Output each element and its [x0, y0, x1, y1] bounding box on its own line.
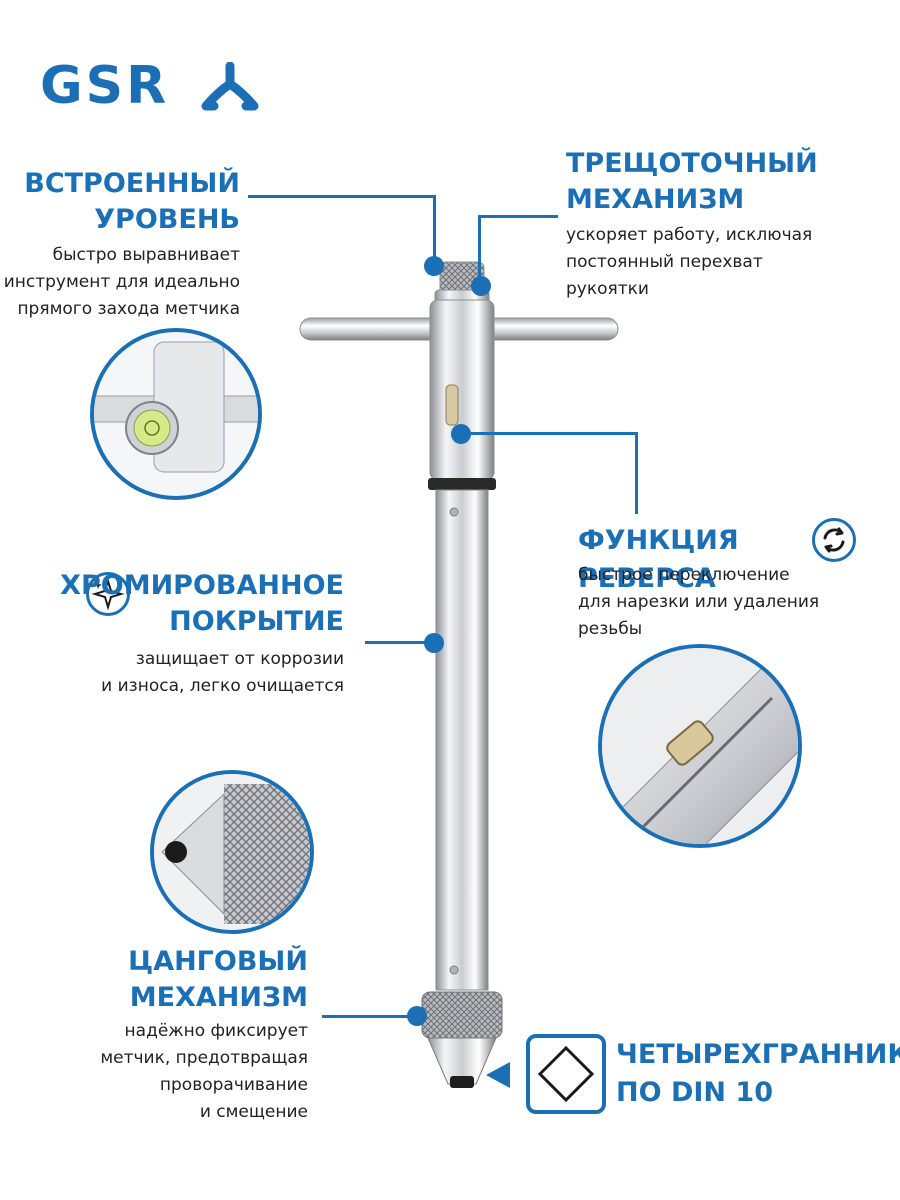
chrome-description: защищает от коррозии и износа, легко очи… [14, 646, 344, 700]
level-desc-line2: инструмент для идеально [3, 272, 240, 292]
ratchet-connector-h [478, 215, 558, 218]
collet-desc-line3: проворачивание [159, 1075, 308, 1095]
collet-dot [407, 1006, 427, 1026]
logo-text: GSR [40, 56, 170, 116]
collet-description: надёжно фиксирует метчик, предотвращая п… [8, 1018, 308, 1126]
ratchet-title-line2: МЕХАНИЗМ [566, 184, 745, 215]
level-desc-line3: прямого захода метчика [17, 299, 240, 319]
collet-desc-line2: метчик, предотвращая [100, 1048, 308, 1068]
level-title-line1: ВСТРОЕННЫЙ [24, 168, 240, 199]
level-connector-h [248, 195, 436, 198]
level-dot [424, 256, 444, 276]
collet-title-line1: ЦАНГОВЫЙ [128, 946, 308, 977]
collet-desc-line4: и смещение [199, 1102, 308, 1122]
ratchet-dot [471, 276, 491, 296]
reverse-arrows-icon [812, 518, 856, 562]
reverse-dot [451, 424, 471, 444]
reverse-title: ФУНКЦИЯ РЕВЕРСА [578, 525, 739, 594]
square-diamond-icon [526, 1034, 606, 1114]
collet-title: ЦАНГОВЫЙ МЕХАНИЗМ [8, 944, 308, 1016]
level-title: ВСТРОЕННЫЙ УРОВЕНЬ [0, 166, 240, 238]
chrome-desc-line2: и износа, легко очищается [101, 676, 344, 696]
level-desc-line1: быстро выравнивает [52, 245, 240, 265]
reverse-switch-closeup-icon [602, 648, 798, 844]
chrome-connector-h [365, 641, 435, 644]
ratchet-connector-v [478, 215, 481, 285]
pointer-triangle-icon [486, 1062, 510, 1088]
ratchet-description: ускоряет работу, исключая постоянный пер… [566, 222, 896, 303]
reverse-description: быстрое переключение для нарезки или уда… [578, 562, 878, 643]
level-detail-circle [90, 328, 262, 500]
reverse-detail-circle [598, 644, 802, 848]
level-description: быстро выравнивает инструмент для идеаль… [0, 242, 240, 323]
square-title: ЧЕТЫРЕХГРАННИК ПО DIN 10 [616, 1036, 900, 1112]
reverse-desc-line3: резьбы [578, 619, 643, 639]
chrome-title-line2: ПОКРЫТИЕ [169, 606, 344, 637]
collet-desc-line1: надёжно фиксирует [124, 1021, 308, 1041]
reverse-desc-line1: быстрое переключение [578, 565, 790, 585]
level-connector-v [433, 195, 436, 265]
collet-title-line2: МЕХАНИЗМ [129, 982, 308, 1013]
chrome-dot [424, 633, 444, 653]
collet-detail-circle [150, 770, 314, 934]
reverse-desc-line2: для нарезки или удаления [578, 592, 820, 612]
ratchet-title: ТРЕЩОТОЧНЫЙ МЕХАНИЗМ [566, 146, 886, 218]
chrome-desc-line1: защищает от коррозии [135, 649, 344, 669]
chrome-title-line1: ХРОМИРОВАННОЕ [60, 570, 344, 601]
reverse-connector-h [462, 432, 638, 435]
tap-wrench-illustration [299, 261, 619, 1088]
ratchet-desc-line3: рукоятки [566, 279, 649, 299]
collet-connector-h [322, 1015, 422, 1018]
ratchet-desc-line1: ускоряет работу, исключая [566, 225, 813, 245]
logo-mark-icon [201, 62, 259, 111]
reverse-connector-v [635, 432, 638, 514]
sparkle-icon [86, 572, 130, 616]
bubble-level-icon [94, 341, 258, 473]
level-title-line2: УРОВЕНЬ [94, 204, 240, 235]
ratchet-desc-line2: постоянный перехват [566, 252, 763, 272]
square-title-line2: ПО DIN 10 [616, 1077, 773, 1108]
gsr-logo: GSR [40, 56, 270, 116]
collet-closeup-icon [154, 774, 310, 930]
ratchet-title-line1: ТРЕЩОТОЧНЫЙ [566, 148, 818, 179]
square-title-line1: ЧЕТЫРЕХГРАННИК [616, 1039, 900, 1070]
chrome-title: ХРОМИРОВАННОЕ ПОКРЫТИЕ [14, 568, 344, 640]
